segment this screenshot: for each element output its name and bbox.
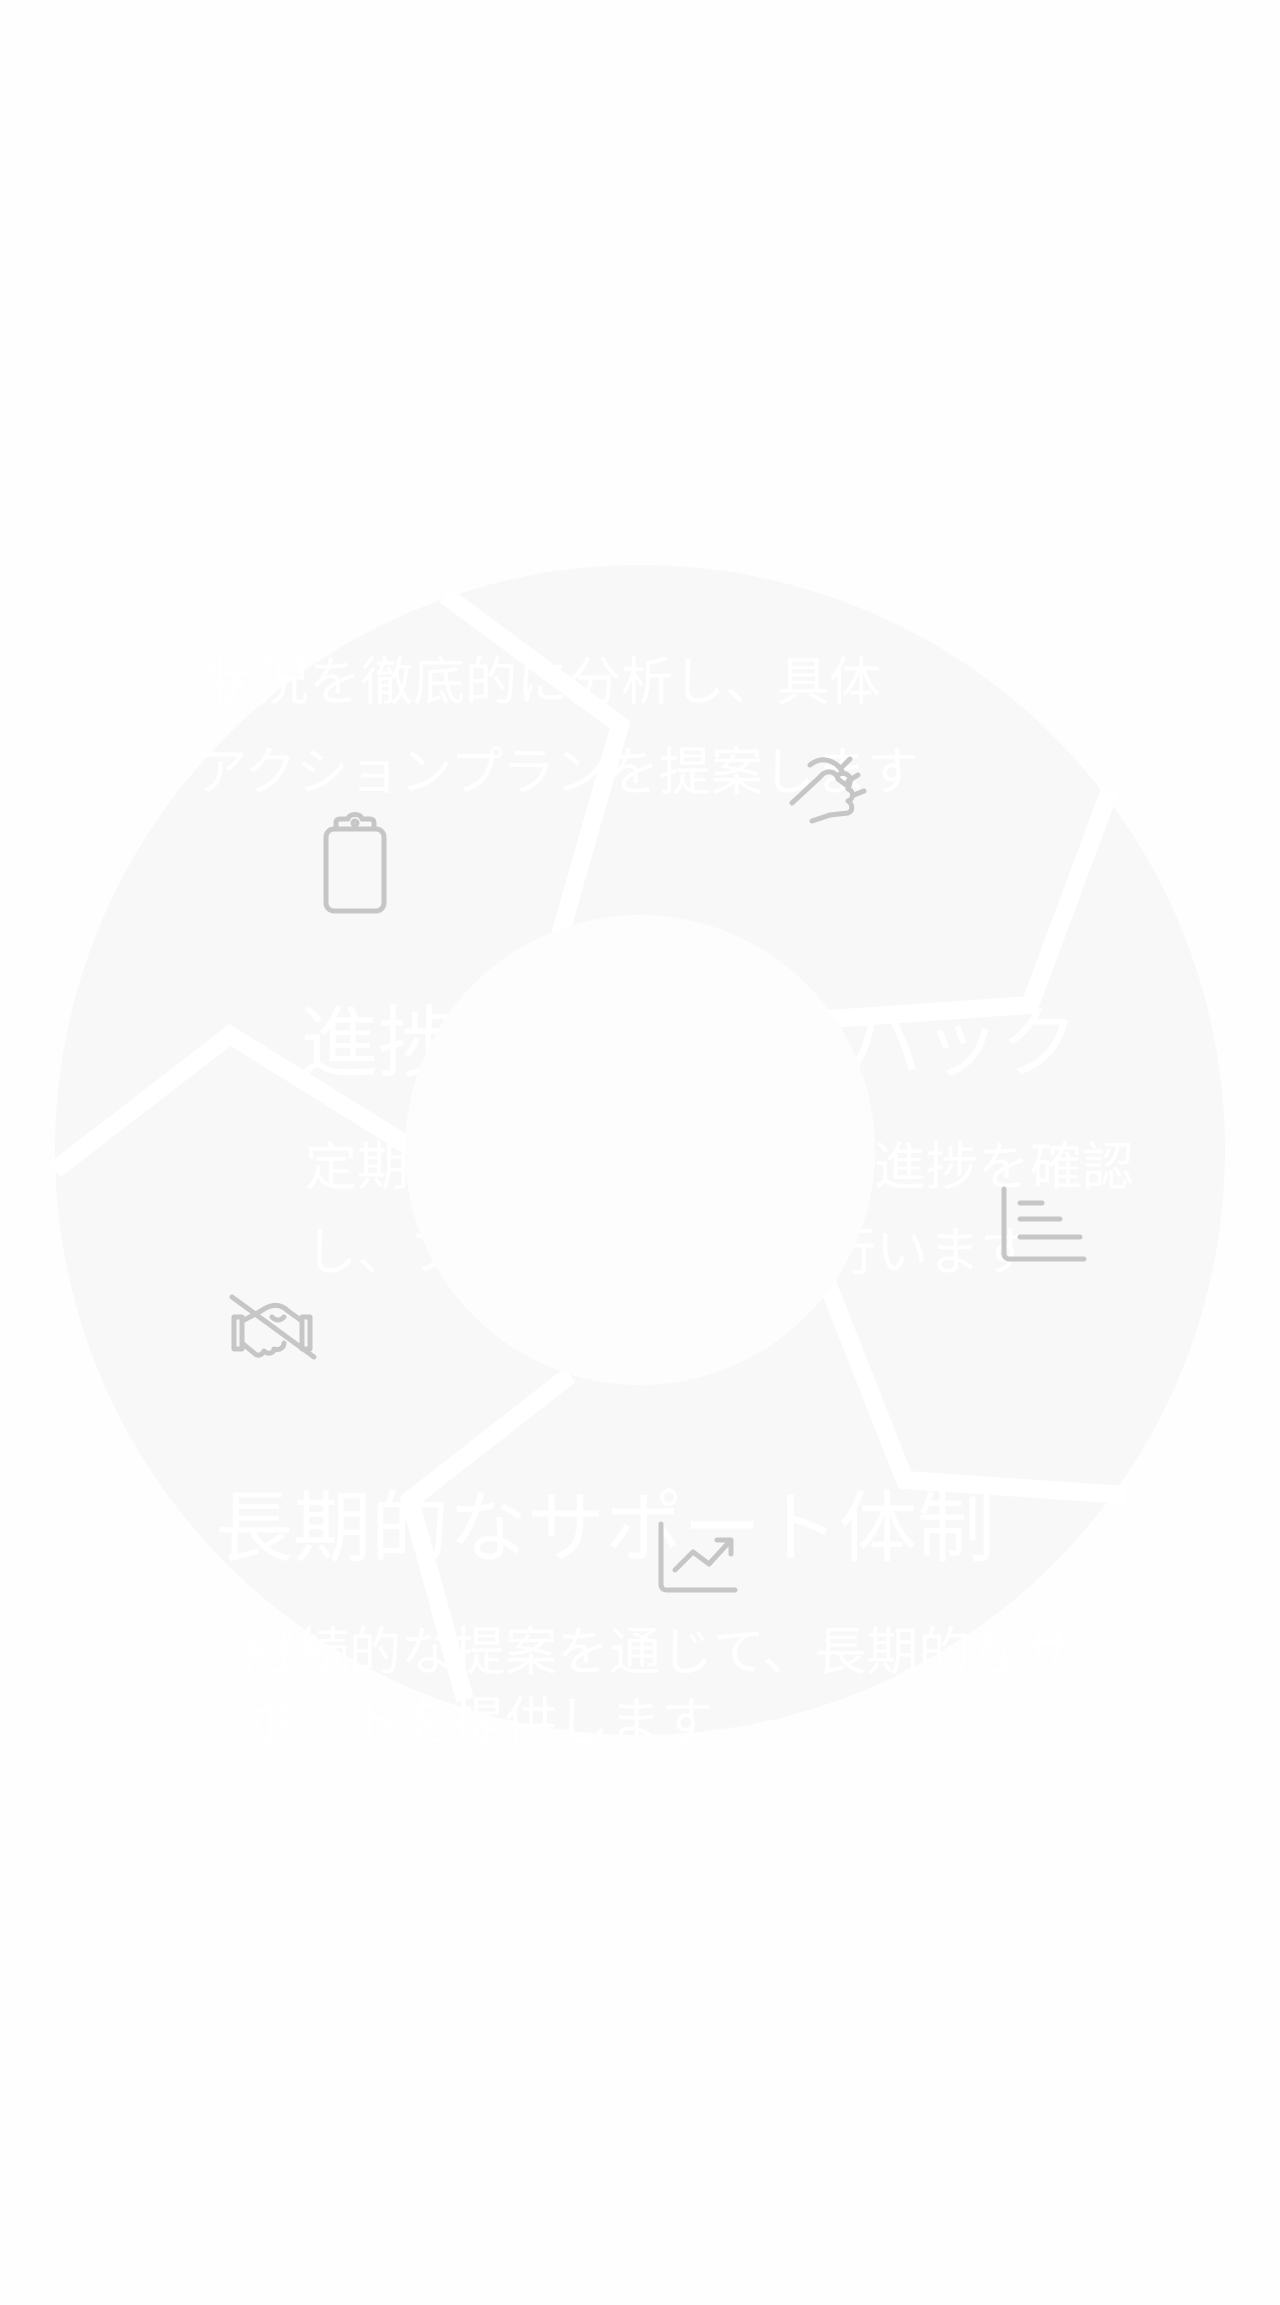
handshake-off-icon [229, 1294, 317, 1360]
segment-1-text: 状況を徹底的に分析し、具体 アクションプランを提案します [195, 653, 919, 803]
segment-1-body-line-2: アクションプランを提案します [195, 743, 919, 803]
segment-3-text: 長期的なサポート体制 継続的な提案を通じて、長期的なサ ポートを提供します [215, 1484, 1074, 1753]
trend-chart-icon [658, 1521, 738, 1593]
divider-bottom [399, 1367, 576, 1703]
divider-right-top [814, 786, 1119, 1029]
handshake-icon [789, 756, 867, 824]
list-icon [1001, 1186, 1087, 1262]
cycle-center [405, 915, 875, 1385]
divider-left [49, 1024, 420, 1178]
divider-top [439, 587, 631, 938]
segment-3-body-line-2: ポートを提供します [245, 1693, 713, 1753]
divider-right-bottom [811, 1261, 1126, 1504]
segment-dividers [49, 587, 1126, 1703]
segment-3-body-line-1: 継続的な提案を通じて、長期的なサ [245, 1623, 1074, 1683]
segment-3-title: 長期的なサポート体制 [215, 1484, 995, 1574]
clipboard-icon [323, 812, 387, 914]
